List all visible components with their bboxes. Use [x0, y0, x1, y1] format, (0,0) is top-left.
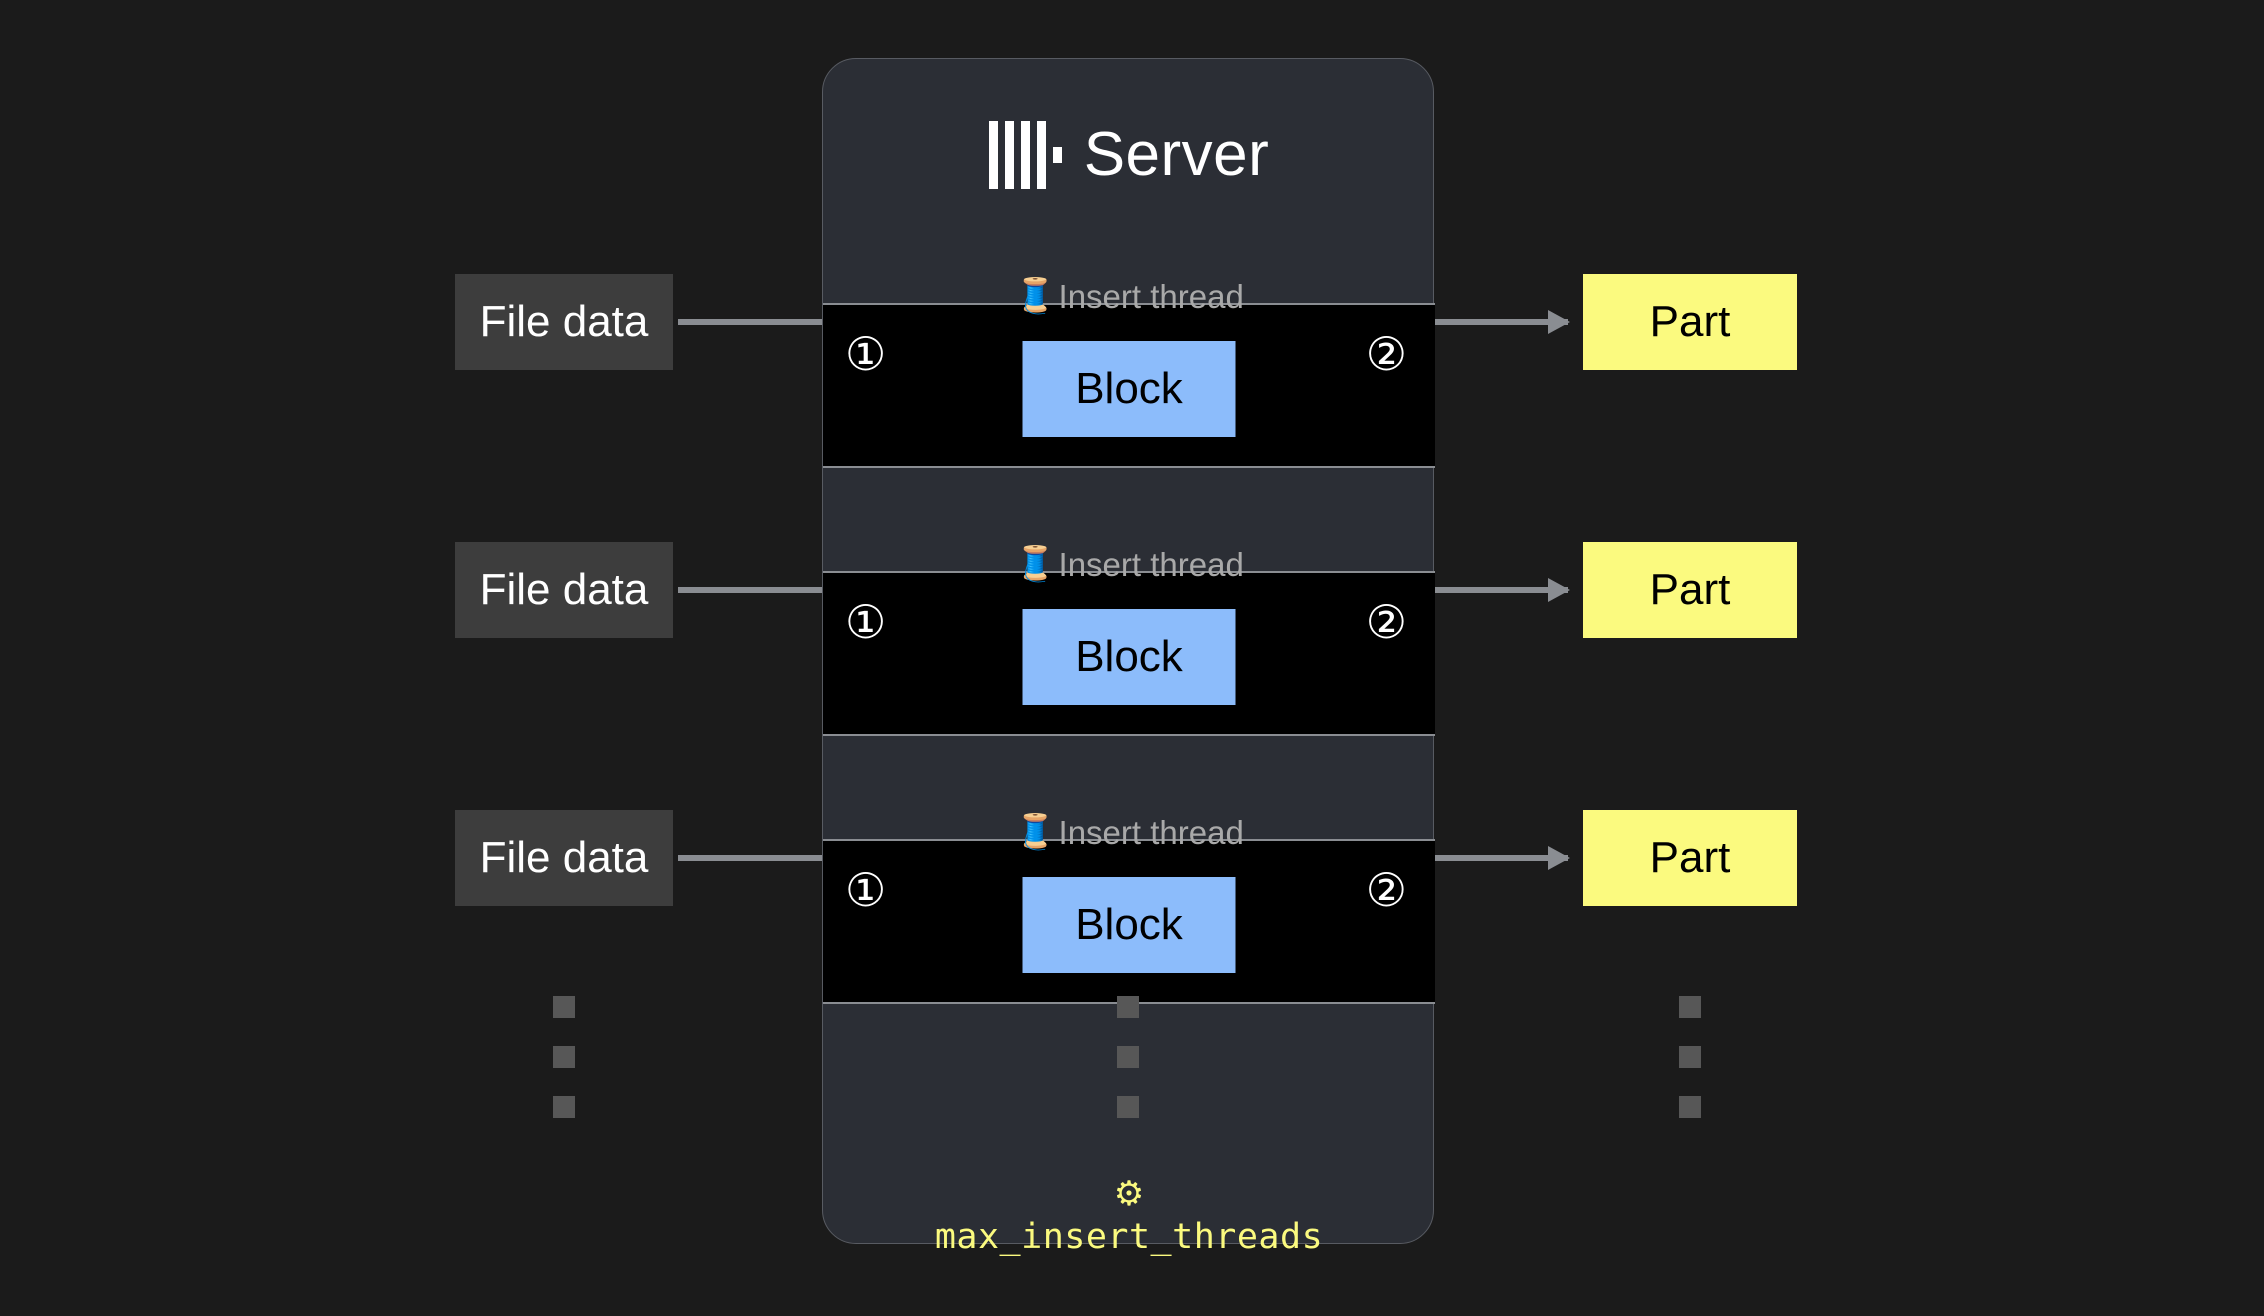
- setting-name-label: max_insert_threads: [934, 1217, 1324, 1257]
- ellipsis-dots-center: [1117, 996, 1139, 1118]
- insert-thread-label-1: 🧵 Insert thread: [1014, 279, 1244, 313]
- ellipsis-dot: [1117, 1046, 1139, 1068]
- ellipsis-dot: [1679, 1096, 1701, 1118]
- insert-thread-text: Insert thread: [1058, 545, 1244, 583]
- clickhouse-logo-icon: [988, 121, 1062, 189]
- insert-thread-band-3: 🧵 Insert thread ① ② Block: [823, 815, 1435, 1004]
- file-data-box-3: File data: [455, 810, 673, 906]
- step-badge-out-2: ②: [1365, 596, 1407, 648]
- block-box-3: Block: [1022, 877, 1236, 973]
- thread-spool-icon: 🧵: [1014, 813, 1057, 851]
- part-box-3: Part: [1583, 810, 1797, 906]
- ellipsis-dot: [553, 1096, 575, 1118]
- file-data-label: File data: [479, 833, 649, 882]
- step-badge-in-1: ①: [845, 328, 887, 380]
- file-data-box-1: File data: [455, 274, 673, 370]
- insert-thread-label-2: 🧵 Insert thread: [1014, 547, 1244, 581]
- setting-area: ⚙ max_insert_threads: [823, 1177, 1435, 1257]
- block-label: Block: [1075, 364, 1183, 413]
- thread-spool-icon: 🧵: [1014, 545, 1057, 583]
- ellipsis-dot: [1117, 1096, 1139, 1118]
- step-badge-out-3: ②: [1365, 864, 1407, 916]
- ellipsis-dot: [1679, 1046, 1701, 1068]
- insert-thread-band-2: 🧵 Insert thread ① ② Block: [823, 547, 1435, 736]
- part-label: Part: [1649, 297, 1731, 346]
- thread-spool-icon: 🧵: [1014, 277, 1057, 315]
- file-data-label: File data: [479, 565, 649, 614]
- insert-thread-band-1: 🧵 Insert thread ① ② Block: [823, 279, 1435, 468]
- ellipsis-dots-left: [553, 996, 575, 1118]
- file-data-label: File data: [479, 297, 649, 346]
- insert-thread-text: Insert thread: [1058, 813, 1244, 851]
- block-label: Block: [1075, 900, 1183, 949]
- ellipsis-dots-right: [1679, 996, 1701, 1118]
- block-box-1: Block: [1022, 341, 1236, 437]
- ellipsis-dot: [1679, 996, 1701, 1018]
- part-label: Part: [1649, 833, 1731, 882]
- insert-thread-text: Insert thread: [1058, 277, 1244, 315]
- insert-thread-label-3: 🧵 Insert thread: [1014, 815, 1244, 849]
- block-label: Block: [1075, 632, 1183, 681]
- step-badge-out-1: ②: [1365, 328, 1407, 380]
- server-title-label: Server: [1083, 120, 1270, 189]
- block-box-2: Block: [1022, 609, 1236, 705]
- ellipsis-dot: [553, 996, 575, 1018]
- part-box-1: Part: [1583, 274, 1797, 370]
- gear-icon: ⚙: [1113, 1175, 1145, 1213]
- ellipsis-dot: [1117, 996, 1139, 1018]
- part-label: Part: [1649, 565, 1731, 614]
- step-badge-in-3: ①: [845, 864, 887, 916]
- file-data-box-2: File data: [455, 542, 673, 638]
- step-badge-in-2: ①: [845, 596, 887, 648]
- server-title: Server: [823, 121, 1435, 189]
- ellipsis-dot: [553, 1046, 575, 1068]
- part-box-2: Part: [1583, 542, 1797, 638]
